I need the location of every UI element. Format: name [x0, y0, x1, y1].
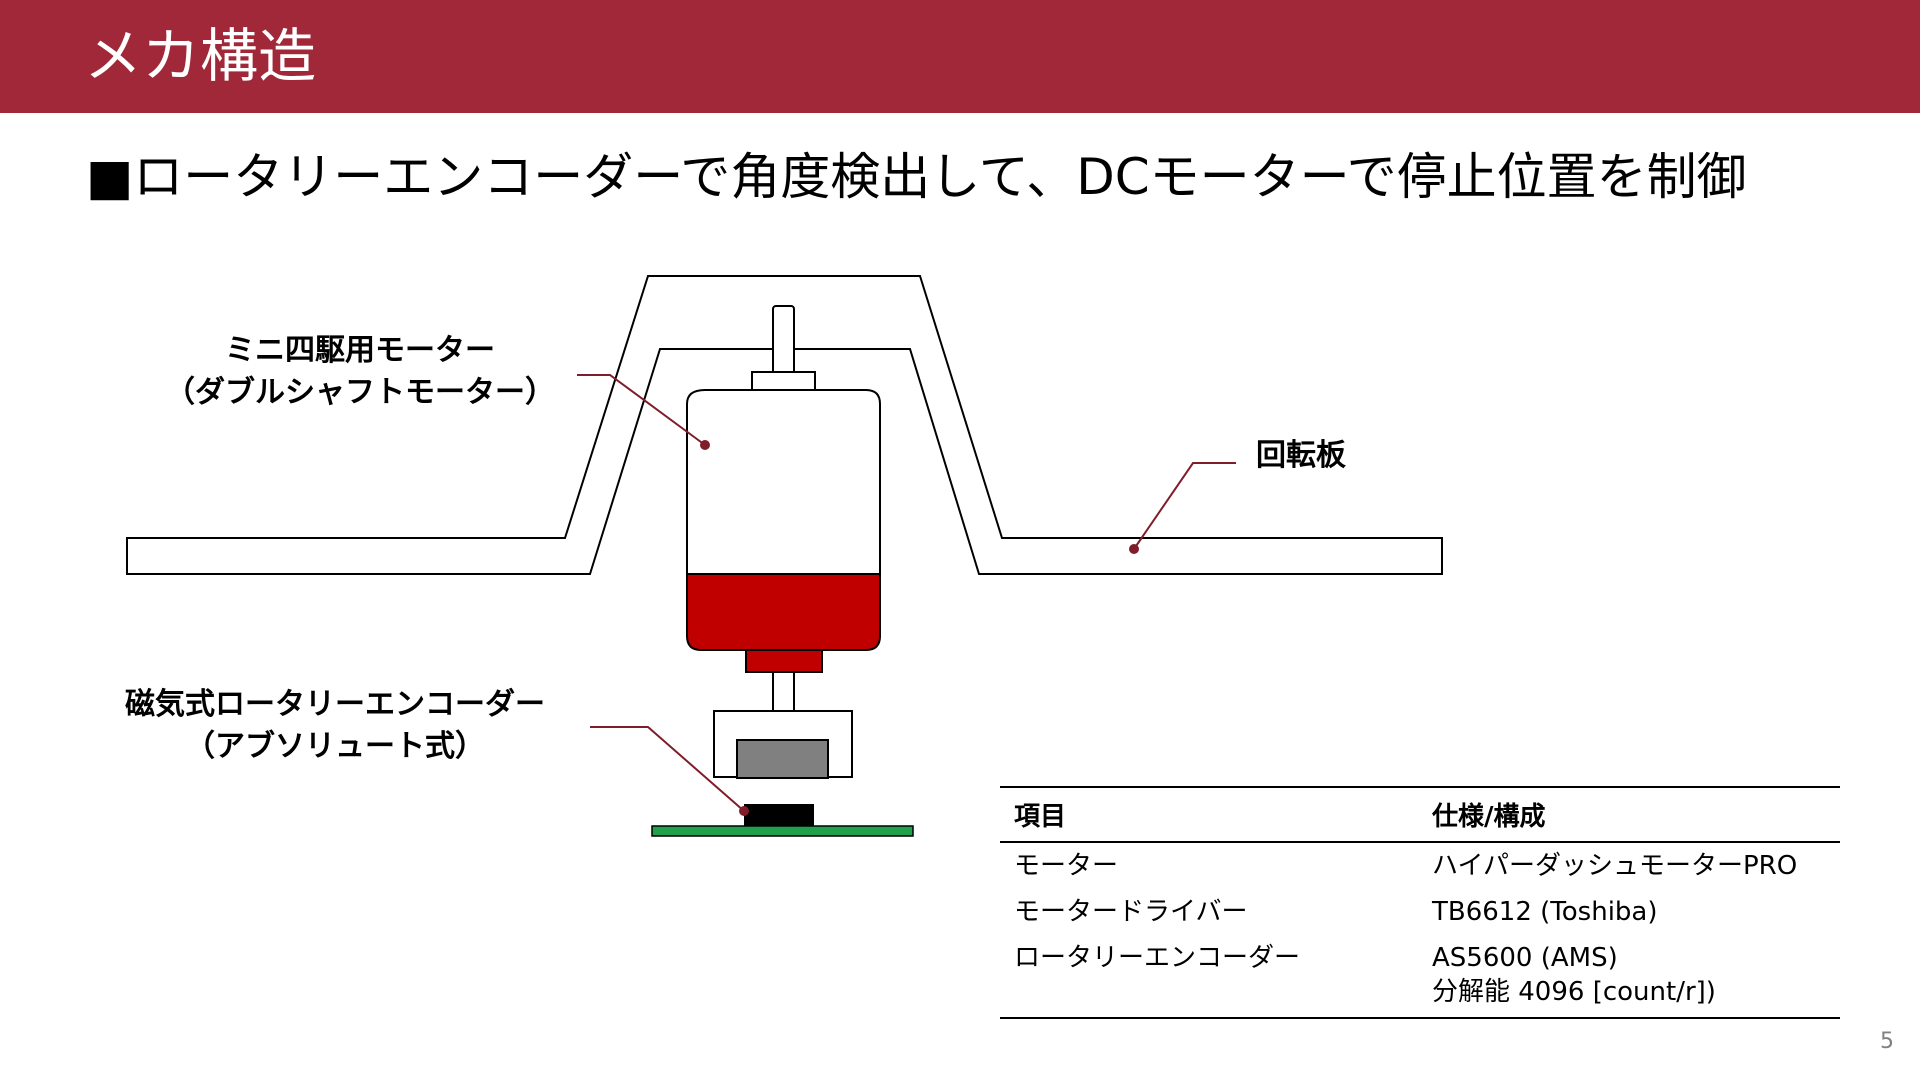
plate-callout-dot: [1129, 544, 1139, 554]
motor-top-shaft: [772, 305, 795, 375]
table-row: ロータリーエンコーダー AS5600 (AMS) 分解能 4096 [count…: [1000, 935, 1840, 1019]
title-bar: メカ構造: [0, 0, 1920, 113]
table-header-row: 項目 仕様/構成: [1000, 786, 1840, 843]
spec-table: 項目 仕様/構成 モーター ハイパーダッシュモーターPRO モータードライバー …: [1000, 786, 1840, 1019]
motor-label-line2: （ダブルシャフトモーター）: [165, 375, 555, 410]
table-cell-spec: ハイパーダッシュモーターPRO: [1418, 842, 1840, 889]
plate-callout-line: [1133, 462, 1236, 550]
motor-body-lower: [686, 573, 881, 651]
table-row: モーター ハイパーダッシュモーターPRO: [1000, 842, 1840, 889]
page-number: 5: [1880, 1029, 1894, 1054]
table-row: モータードライバー TB6612 (Toshiba): [1000, 889, 1840, 935]
slide-title: メカ構造: [84, 22, 317, 90]
encoder-pcb: [651, 825, 914, 837]
motor-top-bushing: [751, 371, 816, 391]
motor-body-upper: [686, 389, 881, 575]
table-cell-spec-line: ハイパーダッシュモーターPRO: [1432, 851, 1798, 881]
encoder-callout-dot: [739, 806, 749, 816]
encoder-sensor-chip: [744, 804, 814, 826]
table-header-spec: 仕様/構成: [1418, 786, 1840, 843]
table-cell-item: ロータリーエンコーダー: [1000, 935, 1418, 1019]
table-cell-spec-line: AS5600 (AMS): [1432, 943, 1618, 973]
plate-label-text: 回転板: [1256, 438, 1346, 473]
table-cell-item: モータードライバー: [1014, 897, 1248, 927]
table-cell-item: モーター: [1014, 851, 1119, 881]
motor-bottom-bushing: [745, 649, 823, 673]
table-header-item: 項目: [1000, 786, 1418, 843]
encoder-label-line1: 磁気式ロータリーエンコーダー: [125, 687, 545, 722]
encoder-magnet: [736, 739, 829, 779]
encoder-callout-line: [590, 726, 745, 812]
slide-subtitle: ■ロータリーエンコーダーで角度検出して、DCモーターで停止位置を制御: [86, 148, 1747, 206]
encoder-label: 磁気式ロータリーエンコーダー （アブソリュート式）: [100, 684, 570, 768]
plate-label: 回転板: [1256, 435, 1346, 477]
motor-callout-dot: [700, 440, 710, 450]
table-cell-spec-line: TB6612 (Toshiba): [1432, 897, 1658, 927]
table-cell-spec: AS5600 (AMS) 分解能 4096 [count/r]): [1418, 935, 1840, 1019]
motor-label-line1: ミニ四駆用モーター: [225, 333, 495, 368]
motor-label: ミニ四駆用モーター （ダブルシャフトモーター）: [160, 330, 560, 414]
table-cell-spec: TB6612 (Toshiba): [1418, 889, 1840, 935]
motor-callout-line: [577, 374, 706, 446]
table-cell-spec-line: 分解能 4096 [count/r]): [1432, 977, 1716, 1007]
encoder-label-line2: （アブソリュート式）: [185, 729, 485, 764]
